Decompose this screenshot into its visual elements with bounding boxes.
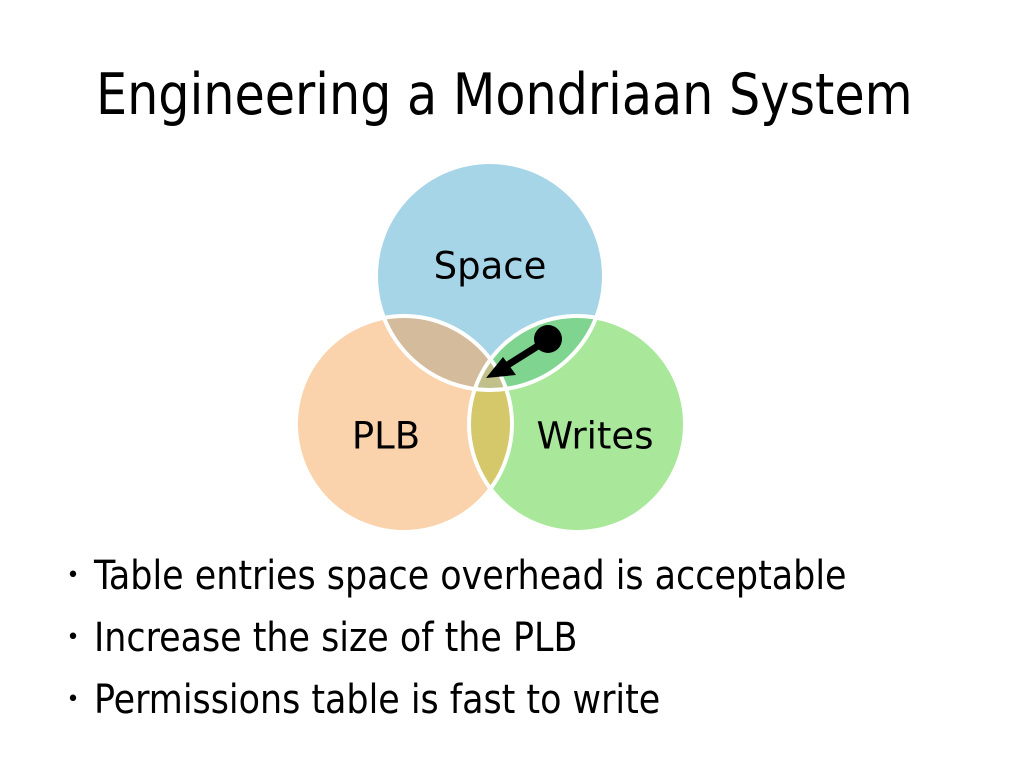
page-title: Engineering a Mondriaan System bbox=[96, 62, 913, 128]
overlap-space-writes bbox=[469, 316, 604, 390]
list-item: • Table entries space overhead is accept… bbox=[52, 548, 992, 610]
pointer-dot-icon bbox=[534, 325, 562, 353]
venn-diagram: Space PLB Writes bbox=[270, 150, 720, 540]
venn-label-writes: Writes bbox=[537, 415, 654, 458]
bullet-text: Permissions table is fast to write bbox=[94, 677, 661, 723]
arrowhead-icon bbox=[486, 357, 516, 378]
venn-label-space: Space bbox=[434, 245, 547, 288]
bullet-marker-icon: • bbox=[66, 625, 80, 650]
bullet-text: Increase the size of the PLB bbox=[94, 615, 578, 661]
bullet-marker-icon: • bbox=[66, 687, 80, 712]
venn-outline-writes bbox=[467, 314, 687, 534]
bullet-text: Table entries space overhead is acceptab… bbox=[94, 553, 847, 599]
bullet-list: • Table entries space overhead is accept… bbox=[52, 548, 992, 734]
venn-outline-space bbox=[374, 160, 606, 392]
venn-label-plb: PLB bbox=[352, 415, 420, 458]
list-item: • Increase the size of the PLB bbox=[52, 610, 992, 672]
venn-svg: Space PLB Writes bbox=[294, 160, 687, 534]
overlap-space-plb bbox=[376, 316, 512, 390]
bullet-marker-icon: • bbox=[66, 563, 80, 588]
venn-outline-plb bbox=[294, 314, 514, 534]
list-item: • Permissions table is fast to write bbox=[52, 672, 992, 734]
pointer-annotation bbox=[486, 325, 562, 378]
